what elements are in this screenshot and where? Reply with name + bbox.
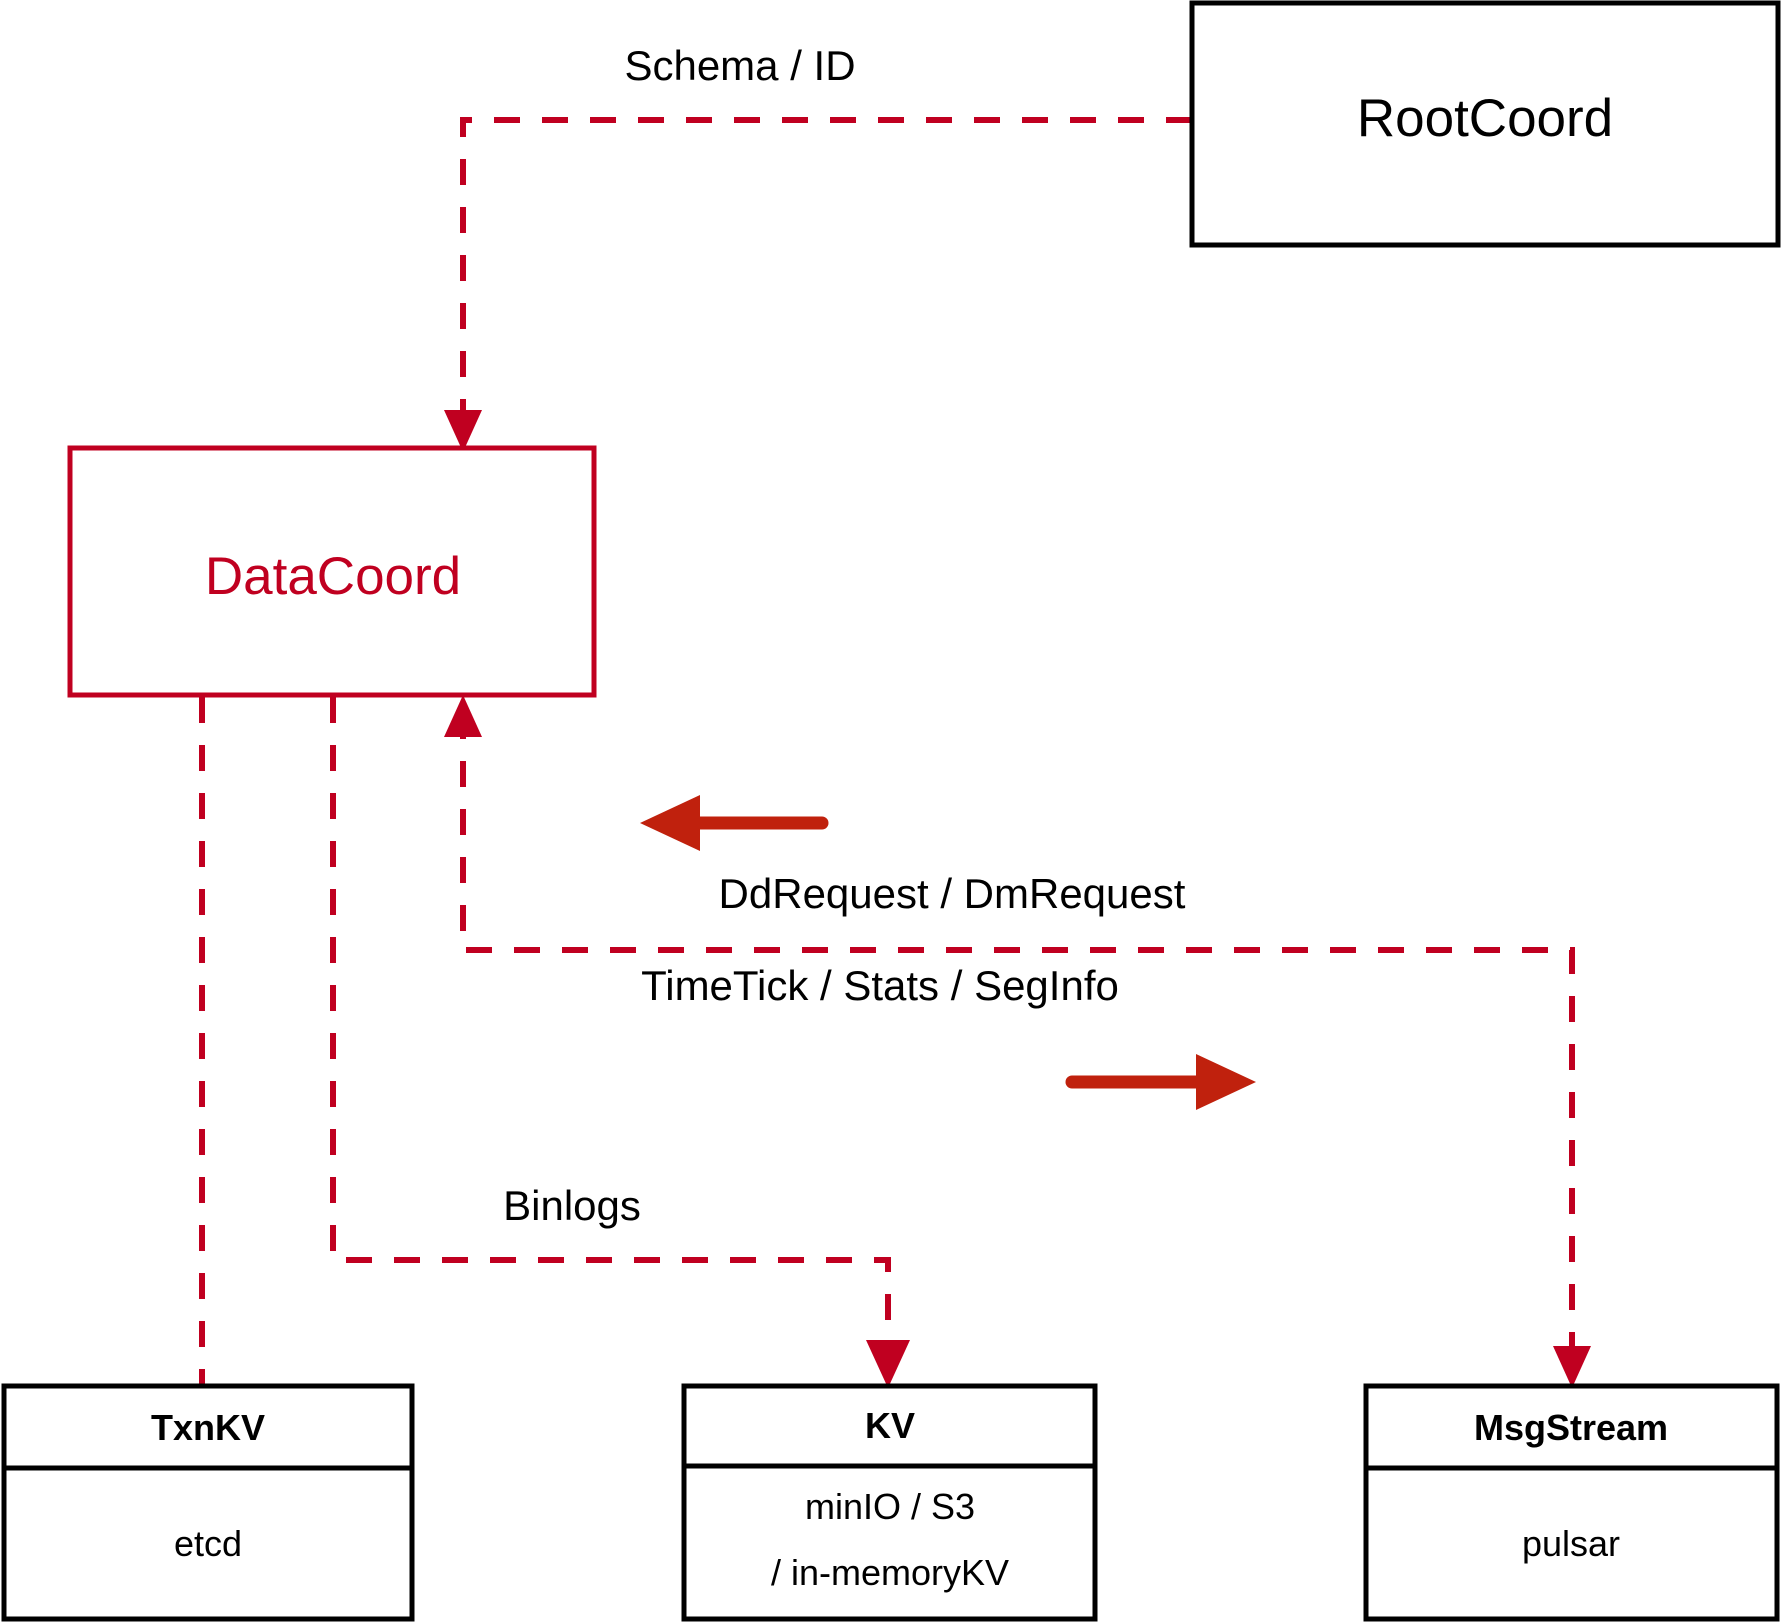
rootcoord-label: RootCoord bbox=[1357, 89, 1613, 148]
edge-msgstream-up-arrowhead bbox=[444, 695, 482, 737]
edge-label-binlogs: Binlogs bbox=[503, 1182, 641, 1229]
txnkv-title: TxnKV bbox=[151, 1407, 265, 1448]
node-datacoord[interactable]: DataCoord bbox=[67, 445, 597, 698]
msgstream-title: MsgStream bbox=[1474, 1407, 1668, 1448]
node-kv[interactable]: KV minIO / S3 / in-memoryKV bbox=[681, 1383, 1098, 1622]
txnkv-box bbox=[1, 1383, 415, 1622]
rootcoord-box bbox=[1189, 0, 1781, 248]
node-rootcoord[interactable]: RootCoord bbox=[1189, 0, 1781, 248]
txnkv-sublabel-0: etcd bbox=[174, 1523, 242, 1564]
edge-schema-id-arrowhead bbox=[444, 410, 482, 452]
edge-msgstream-down-arrowhead bbox=[1553, 1346, 1591, 1388]
edge-binlogs-arrowhead bbox=[866, 1340, 910, 1388]
edge-msgstream-trunk-line bbox=[460, 713, 1575, 1366]
edge-binlogs-line bbox=[330, 697, 891, 1344]
msgstream-sublabel-0: pulsar bbox=[1522, 1523, 1620, 1564]
msgstream-box bbox=[1363, 1383, 1780, 1622]
edge-schema-id-line bbox=[460, 117, 1192, 430]
node-msgstream[interactable]: MsgStream pulsar bbox=[1363, 1383, 1780, 1622]
edge-label-dd-dm-request: DdRequest / DmRequest bbox=[719, 870, 1186, 917]
edge-label-timetick-stats-seginfo: TimeTick / Stats / SegInfo bbox=[641, 962, 1119, 1009]
kv-sublabel-0: minIO / S3 bbox=[805, 1486, 975, 1527]
timetick-arrow-head bbox=[1196, 1054, 1256, 1110]
datacoord-label: DataCoord bbox=[205, 547, 461, 606]
kv-box bbox=[681, 1383, 1098, 1622]
edge-label-schema-id: Schema / ID bbox=[624, 42, 855, 89]
kv-sublabel-1: / in-memoryKV bbox=[771, 1552, 1009, 1593]
kv-title: KV bbox=[865, 1405, 915, 1446]
node-txnkv[interactable]: TxnKV etcd bbox=[1, 1383, 415, 1622]
dd-dm-request-arrow-head bbox=[640, 795, 700, 851]
datacoord-box bbox=[67, 445, 597, 698]
